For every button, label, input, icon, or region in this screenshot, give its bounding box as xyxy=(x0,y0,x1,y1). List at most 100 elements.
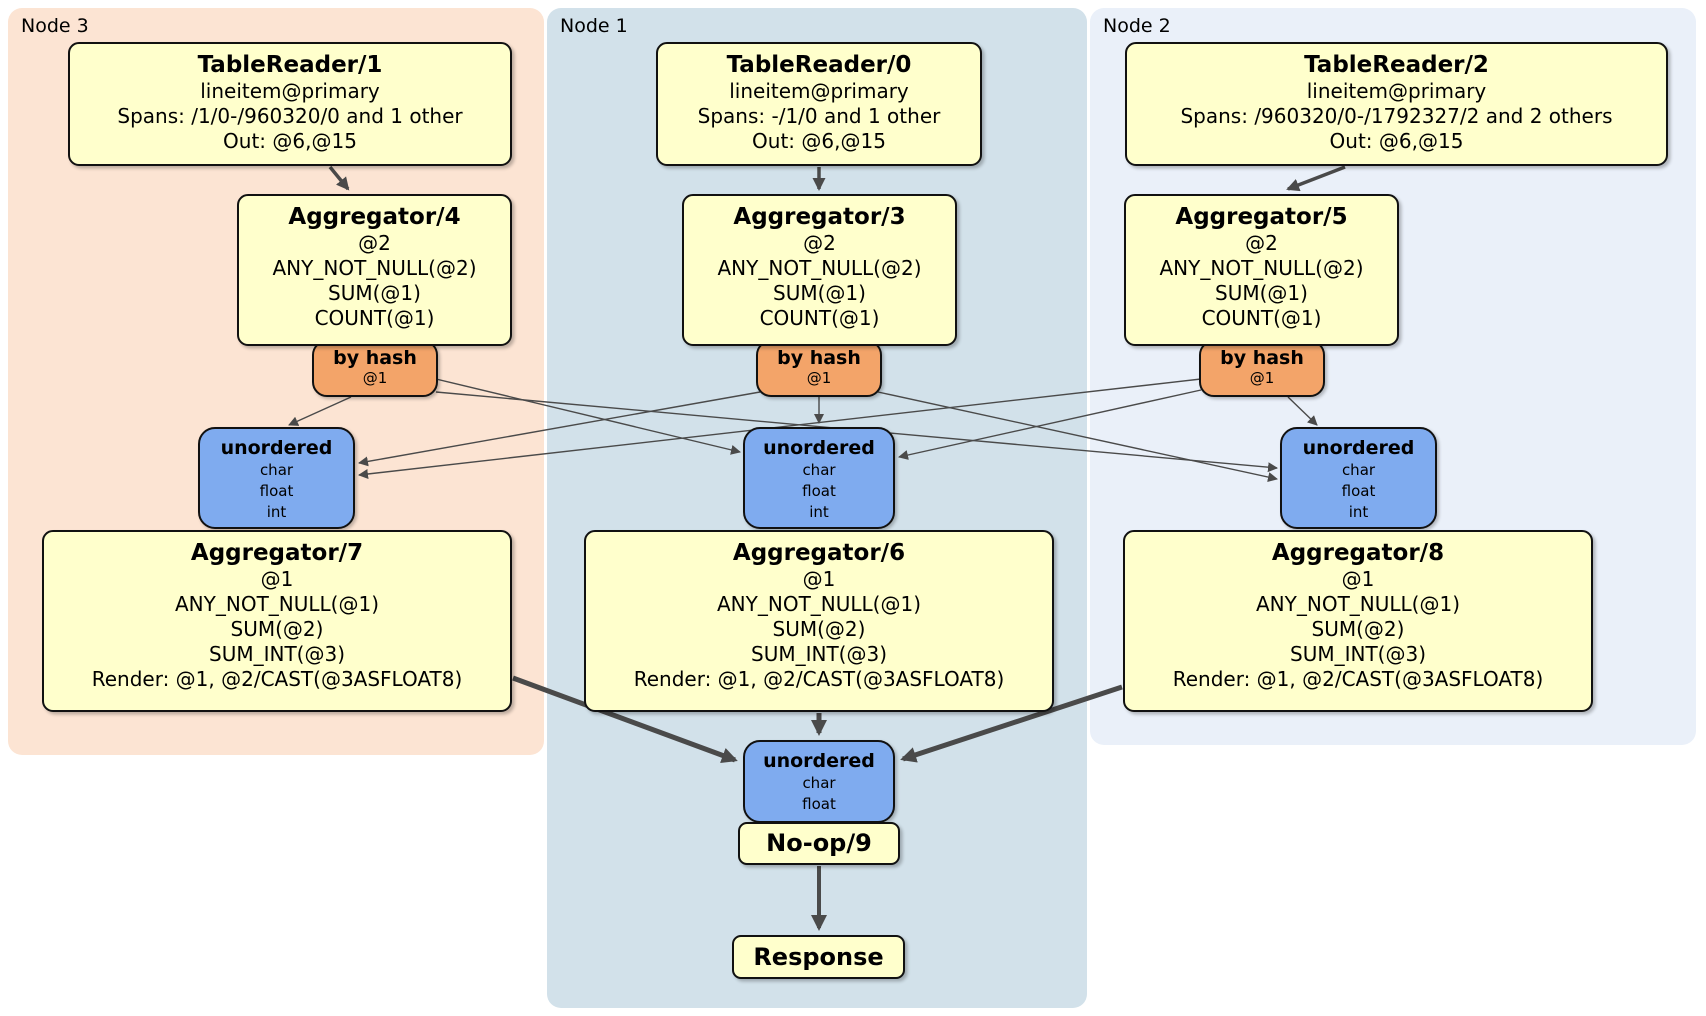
processor-title: Aggregator/3 xyxy=(733,204,906,230)
sync-title: unordered xyxy=(763,750,875,772)
router-by-hash-node1: by hash @1 xyxy=(756,340,882,397)
edge-byhash1-uno2 xyxy=(877,391,1278,482)
sync-unordered-node3: unordered char float int xyxy=(198,427,355,529)
processor-spans: Spans: /1/0-/960320/0 and 1 other xyxy=(117,104,463,128)
agg-fn: COUNT(@1) xyxy=(314,306,435,330)
processor-aggregator-7: Aggregator/7 @1 ANY_NOT_NULL(@1) SUM(@2)… xyxy=(42,530,512,712)
processor-tablereader-2: TableReader/2 lineitem@primary Spans: /9… xyxy=(1125,42,1668,166)
processor-out: Out: @6,@15 xyxy=(223,129,357,153)
processor-title: TableReader/1 xyxy=(197,52,383,78)
agg-fn: SUM_INT(@3) xyxy=(209,642,345,666)
edge-byhash2-uno2 xyxy=(1287,396,1318,426)
processor-title: Response xyxy=(753,943,884,971)
router-columns: @1 xyxy=(1249,369,1275,387)
agg-fn: SUM(@2) xyxy=(1311,617,1405,641)
agg-fn: SUM_INT(@3) xyxy=(751,642,887,666)
sync-column: float xyxy=(1341,482,1376,500)
agg-render: Render: @1, @2/CAST(@3ASFLOAT8) xyxy=(91,667,463,691)
edge-byhash3-uno1 xyxy=(435,378,741,455)
processor-noop-9: No-op/9 xyxy=(738,822,900,865)
edge-agg8-unofinal xyxy=(900,684,1123,763)
router-title: by hash xyxy=(1220,347,1304,369)
sync-column: char xyxy=(802,774,836,792)
agg-group-cols: @2 xyxy=(1245,231,1278,255)
processor-tablereader-0: TableReader/0 lineitem@primary Spans: -/… xyxy=(656,42,982,166)
sync-unordered-node1: unordered char float int xyxy=(743,427,895,529)
agg-fn: ANY_NOT_NULL(@1) xyxy=(717,592,921,616)
processor-tablereader-1: TableReader/1 lineitem@primary Spans: /1… xyxy=(68,42,512,166)
sync-column: char xyxy=(259,461,294,479)
sync-column: int xyxy=(266,503,287,521)
agg-group-cols: @2 xyxy=(358,231,391,255)
agg-fn: SUM(@1) xyxy=(1215,281,1308,305)
processor-aggregator-8: Aggregator/8 @1 ANY_NOT_NULL(@1) SUM(@2)… xyxy=(1123,530,1593,712)
sync-title: unordered xyxy=(220,437,333,459)
sync-unordered-node2: unordered char float int xyxy=(1280,427,1437,529)
processor-aggregator-5: Aggregator/5 @2 ANY_NOT_NULL(@2) SUM(@1)… xyxy=(1124,194,1399,346)
region-node2-label: Node 2 xyxy=(1103,15,1171,37)
processor-title: No-op/9 xyxy=(766,829,872,857)
sync-column: char xyxy=(1341,461,1376,479)
agg-group-cols: @1 xyxy=(802,567,836,591)
agg-fn: SUM(@1) xyxy=(773,281,866,305)
processor-aggregator-3: Aggregator/3 @2 ANY_NOT_NULL(@2) SUM(@1)… xyxy=(682,194,957,346)
processor-spans: Spans: /960320/0-/1792327/2 and 2 others xyxy=(1180,104,1613,128)
processor-spans: Spans: -/1/0 and 1 other xyxy=(697,104,941,128)
sync-title: unordered xyxy=(1302,437,1415,459)
agg-fn: SUM(@2) xyxy=(772,617,866,641)
sync-title: unordered xyxy=(763,437,875,459)
agg-fn: SUM_INT(@3) xyxy=(1290,642,1426,666)
router-title: by hash xyxy=(777,347,861,369)
processor-index: lineitem@primary xyxy=(200,79,380,103)
sync-column: float xyxy=(802,795,836,813)
edge-byhash1-uno3 xyxy=(358,391,761,467)
router-by-hash-node3: by hash @1 xyxy=(312,340,438,397)
response-node: Response xyxy=(732,935,905,979)
processor-title: TableReader/0 xyxy=(726,52,912,78)
agg-fn: ANY_NOT_NULL(@2) xyxy=(272,256,477,280)
processor-out: Out: @6,@15 xyxy=(1329,129,1464,153)
sync-column: float xyxy=(259,482,294,500)
processor-title: TableReader/2 xyxy=(1304,52,1489,78)
sync-column: char xyxy=(802,461,836,479)
agg-fn: SUM(@2) xyxy=(230,617,324,641)
agg-group-cols: @1 xyxy=(1341,567,1375,591)
edge-agg7-unofinal xyxy=(512,675,738,764)
region-node1-label: Node 1 xyxy=(560,15,628,37)
agg-fn: SUM(@1) xyxy=(328,281,421,305)
agg-fn: COUNT(@1) xyxy=(759,306,880,330)
agg-group-cols: @2 xyxy=(803,231,836,255)
processor-title: Aggregator/6 xyxy=(732,540,906,566)
processor-aggregator-6: Aggregator/6 @1 ANY_NOT_NULL(@1) SUM(@2)… xyxy=(584,530,1054,712)
router-title: by hash xyxy=(333,347,417,369)
edge-byhash3-uno3 xyxy=(288,396,352,426)
agg-fn: COUNT(@1) xyxy=(1201,306,1322,330)
processor-title: Aggregator/5 xyxy=(1175,204,1348,230)
agg-fn: ANY_NOT_NULL(@1) xyxy=(175,592,379,616)
edge-tr1-agg4 xyxy=(328,165,350,191)
agg-render: Render: @1, @2/CAST(@3ASFLOAT8) xyxy=(1172,667,1544,691)
processor-index: lineitem@primary xyxy=(729,79,909,103)
region-node3-label: Node 3 xyxy=(21,15,89,37)
agg-fn: ANY_NOT_NULL(@1) xyxy=(1256,592,1460,616)
sync-column: int xyxy=(809,503,829,521)
agg-fn: ANY_NOT_NULL(@2) xyxy=(717,256,922,280)
processor-index: lineitem@primary xyxy=(1306,79,1487,103)
agg-fn: ANY_NOT_NULL(@2) xyxy=(1159,256,1364,280)
processor-title: Aggregator/4 xyxy=(288,204,461,230)
sync-column: float xyxy=(802,482,836,500)
sync-column: int xyxy=(1348,503,1369,521)
processor-title: Aggregator/8 xyxy=(1271,540,1445,566)
processor-aggregator-4: Aggregator/4 @2 ANY_NOT_NULL(@2) SUM(@1)… xyxy=(237,194,512,346)
agg-group-cols: @1 xyxy=(260,567,294,591)
processor-out: Out: @6,@15 xyxy=(752,129,886,153)
router-columns: @1 xyxy=(362,369,388,387)
router-by-hash-node2: by hash @1 xyxy=(1199,340,1325,397)
agg-render: Render: @1, @2/CAST(@3ASFLOAT8) xyxy=(633,667,1005,691)
router-columns: @1 xyxy=(806,369,832,387)
edge-tr2-agg5 xyxy=(1286,165,1346,192)
sync-unordered-final: unordered char float xyxy=(743,740,895,823)
edge-byhash2-uno1 xyxy=(898,389,1202,460)
